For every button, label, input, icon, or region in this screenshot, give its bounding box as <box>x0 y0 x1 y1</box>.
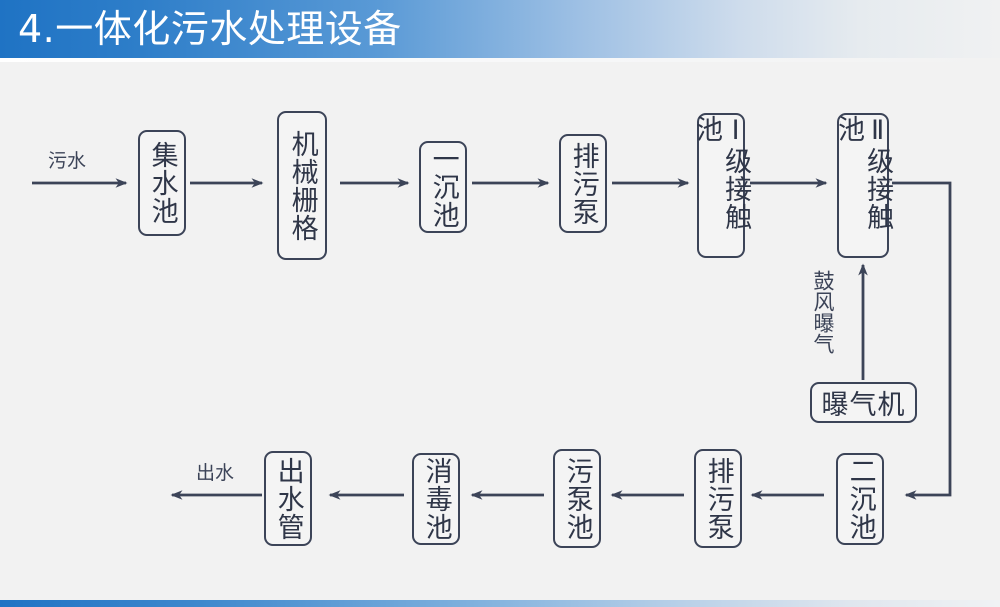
label-aeration: 鼓风曝气 <box>811 270 835 354</box>
node-jishuichi[interactable]: 集水池 <box>138 130 186 236</box>
node-xiaoduchi[interactable]: 消毒池 <box>412 453 460 545</box>
node-label: 污泵池 <box>561 456 593 541</box>
node-paiwubeng-primary[interactable]: 排污泵 <box>559 134 607 233</box>
page-title: 4.一体化污水处理设备 <box>18 7 402 51</box>
node-label: 一沉池 <box>427 145 459 229</box>
process-flow-diagram: 集水池 机械栅格 一沉池 排污泵 Ⅰ级接触池 Ⅱ级接触池 曝气机 二沉池 排污泵… <box>0 62 1000 600</box>
node-label: 集水池 <box>146 141 178 225</box>
node-erchenchi[interactable]: 二沉池 <box>836 453 884 545</box>
edge-jiechuchi2-to-erchenchi <box>892 181 952 500</box>
node-jiechuchi-level1[interactable]: Ⅰ级接触池 <box>691 113 751 258</box>
node-label: 消毒池 <box>420 457 452 541</box>
node-label: 出水管 <box>272 456 304 541</box>
node-chushuiguan[interactable]: 出水管 <box>264 451 312 546</box>
node-baoqiji[interactable]: 曝气机 <box>810 382 917 423</box>
node-jixieshange[interactable]: 机械栅格 <box>277 111 327 260</box>
header-underline-divider <box>0 58 1000 62</box>
node-label: Ⅱ级接触池 <box>833 115 894 231</box>
node-label: 排污泵 <box>702 456 734 541</box>
connector-layer <box>32 178 952 500</box>
node-wubengchi[interactable]: 污泵池 <box>553 449 601 548</box>
node-yichenchi[interactable]: 一沉池 <box>419 141 467 233</box>
footer-bar <box>0 600 1000 607</box>
label-inflow: 污水 <box>48 150 87 172</box>
node-label: 曝气机 <box>821 390 906 421</box>
node-label: Ⅰ级接触池 <box>691 115 752 231</box>
label-outflow: 出水 <box>196 462 235 484</box>
node-label: 排污泵 <box>567 141 599 226</box>
node-label: 机械栅格 <box>286 129 318 242</box>
header-bar: 4.一体化污水处理设备 <box>0 0 1000 58</box>
node-jiechuchi-level2[interactable]: Ⅱ级接触池 <box>833 113 894 258</box>
node-paiwubeng-secondary[interactable]: 排污泵 <box>694 449 742 548</box>
node-label: 二沉池 <box>844 457 876 541</box>
